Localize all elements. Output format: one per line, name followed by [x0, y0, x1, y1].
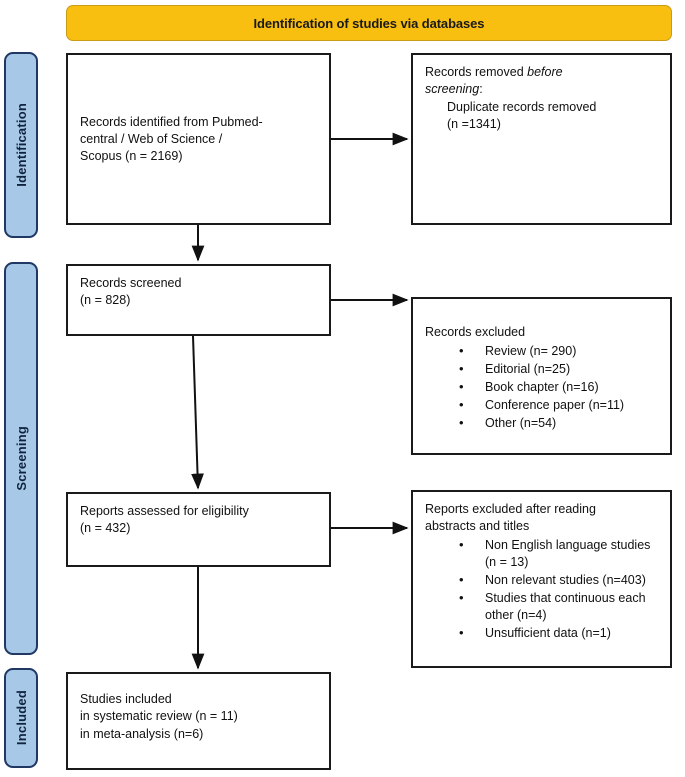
list-item: Book chapter (n=16) [459, 378, 660, 396]
reports-excluded-title-line1: Reports excluded after reading [425, 502, 596, 516]
records-removed-lead: Records removed [425, 65, 528, 79]
duplicate-records-removed-line1: Duplicate records removed [447, 99, 597, 114]
records-screened-count: (n = 828) [80, 293, 131, 308]
list-item: Unsufficient data (n=1) [459, 624, 660, 642]
duplicate-records-removed-count: (n =1341) [447, 116, 501, 131]
reports-excluded-title-line2: abstracts and titles [425, 519, 530, 534]
records-identified-line3: Scopus (n = 2169) [80, 149, 183, 164]
box-records-excluded: Records excluded Review (n= 290) Editori… [411, 297, 672, 455]
stage-label-included: Included [13, 690, 29, 746]
list-item: Review (n= 290) [459, 342, 660, 360]
records-excluded-list: Review (n= 290) Editorial (n=25) Book ch… [425, 342, 660, 432]
header-banner: Identification of studies via databases [66, 5, 672, 41]
list-item: Non relevant studies (n=403) [459, 571, 660, 589]
reports-excluded-list: Non English language studies (n = 13) No… [425, 536, 660, 642]
list-item: Other (n=54) [459, 414, 660, 432]
records-removed-emphasis-before: before [527, 65, 563, 79]
list-item: Non English language studies (n = 13) [459, 536, 660, 570]
box-records-identified: Records identified from Pubmed- central … [66, 53, 331, 225]
box-studies-included: Studies included in systematic review (n… [66, 672, 331, 770]
studies-included-meta-analysis: in meta-analysis (n=6) [80, 726, 204, 741]
stage-label-identification: Identification [13, 103, 29, 187]
stage-bar-included: Included [4, 668, 38, 768]
list-item: Conference paper (n=11) [459, 396, 660, 414]
list-item: Studies that continuous each other (n=4) [459, 589, 660, 623]
arrow-screened-to-eligibility [191, 335, 204, 490]
stage-bar-screening: Screening [4, 262, 38, 655]
records-identified-line1: Records identified from Pubmed- [80, 114, 263, 129]
box-records-removed: Records removed before screening: Duplic… [411, 53, 672, 225]
records-removed-colon: : [479, 82, 483, 97]
records-removed-title-line1: Records removed before [425, 64, 660, 81]
studies-included-line1: Studies included [80, 692, 172, 706]
records-screened-label: Records screened [80, 276, 182, 290]
list-item: Editorial (n=25) [459, 360, 660, 378]
reports-assessed-count: (n = 432) [80, 521, 131, 536]
box-reports-excluded: Reports excluded after reading abstracts… [411, 490, 672, 668]
box-reports-assessed-eligibility: Reports assessed for eligibility (n = 43… [66, 492, 331, 567]
studies-included-systematic-review: in systematic review (n = 11) [80, 709, 238, 724]
stage-bar-identification: Identification [4, 52, 38, 238]
stage-label-screening: Screening [13, 426, 29, 491]
records-identified-line2: central / Web of Science / [80, 131, 223, 146]
records-excluded-title: Records excluded [425, 325, 526, 339]
records-removed-emphasis-screening: screening [425, 82, 480, 97]
header-banner-title: Identification of studies via databases [253, 15, 485, 31]
records-removed-title-line2: screening: [425, 81, 660, 98]
reports-assessed-label: Reports assessed for eligibility [80, 504, 249, 518]
box-records-screened: Records screened (n = 828) [66, 264, 331, 336]
